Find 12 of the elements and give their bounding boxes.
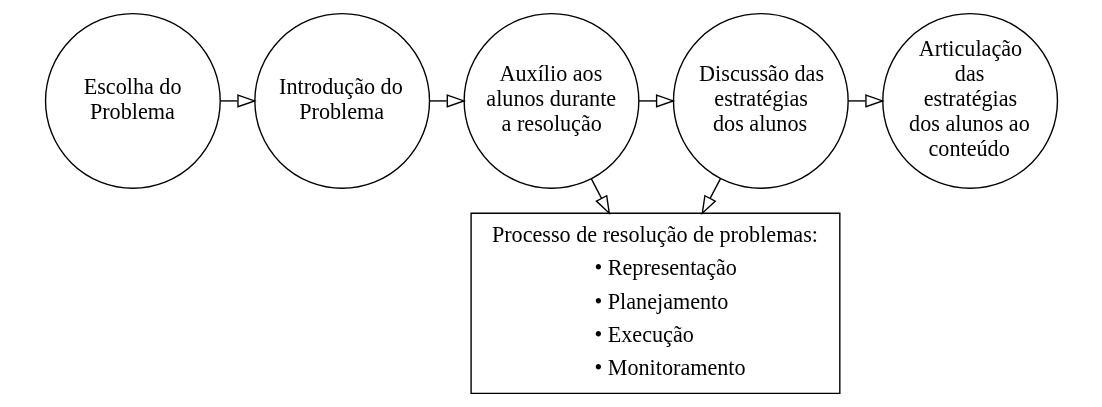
arrow <box>847 94 885 108</box>
node-circle: Introdução do Problema <box>253 12 430 189</box>
node-circle: Discussão das estratégias dos alunos <box>672 12 849 189</box>
arrow <box>590 178 610 216</box>
node-circle: Auxílio aos alunos durante a resolução <box>462 12 640 189</box>
arrow <box>700 178 721 216</box>
arrow <box>219 94 257 108</box>
node-box: Processo de resolução de problemas: • Representação • Planejamento • Execução • Monitoramento <box>469 212 841 395</box>
arrow <box>428 94 466 108</box>
node-circle: Articulação das estratégias dos alunos ao conteúdo <box>881 12 1058 189</box>
arrow <box>637 94 675 108</box>
node-circle: Escolha do Problema <box>44 12 221 189</box>
